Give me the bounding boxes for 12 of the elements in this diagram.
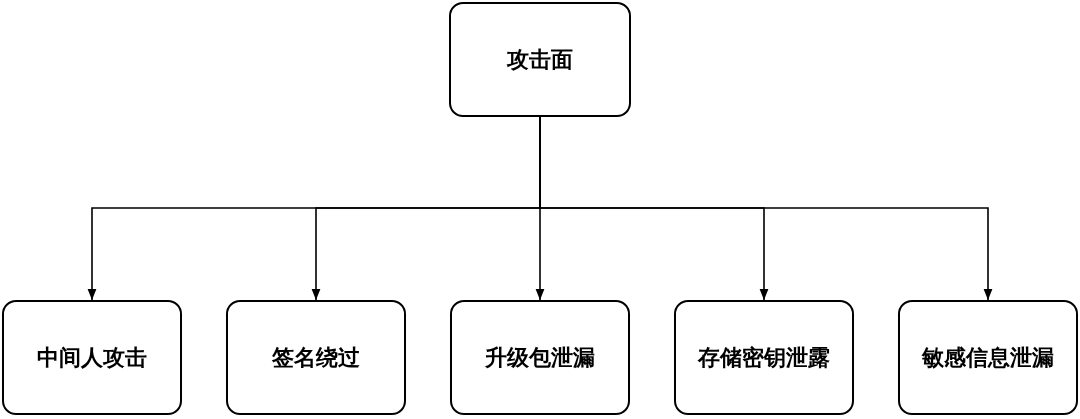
- process-box: [226, 300, 406, 415]
- process-box: [898, 300, 1078, 415]
- process-box: [449, 2, 631, 117]
- box-label: 敏感信息泄漏: [922, 343, 1054, 372]
- process-box: [2, 300, 182, 415]
- box-label: 升级包泄漏: [485, 343, 595, 372]
- box-label: 签名绕过: [272, 343, 360, 372]
- process-box: [450, 300, 630, 415]
- box-label: 存储密钥泄露: [698, 343, 830, 372]
- box-label: 中间人攻击: [37, 343, 147, 372]
- box-label: 攻击面: [507, 45, 573, 74]
- process-box: [674, 300, 854, 415]
